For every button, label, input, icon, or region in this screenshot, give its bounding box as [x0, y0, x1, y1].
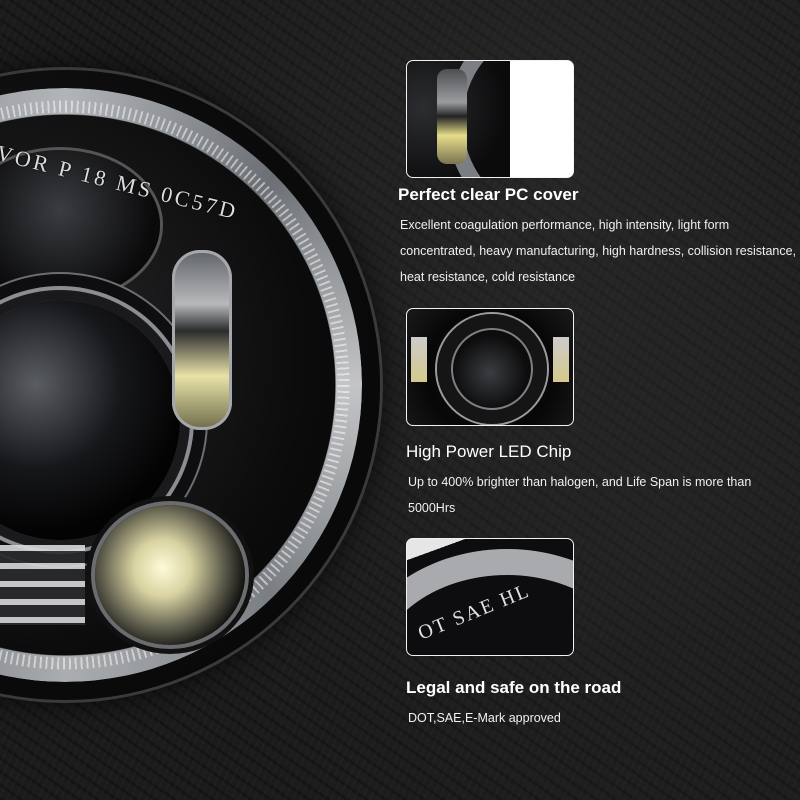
feature-pc-cover: Perfect clear PC cover Excellent coagula… — [398, 184, 798, 290]
feature-thumbnail-legal: OT SAE HL — [406, 538, 574, 656]
feature-led-chip: High Power LED Chip Up to 400% brighter … — [406, 441, 800, 521]
feature-thumbnail-led-chip — [406, 308, 574, 426]
led-right — [553, 337, 569, 382]
side-led-module — [172, 250, 232, 430]
led-left — [411, 337, 427, 382]
feature-title: High Power LED Chip — [406, 442, 572, 461]
feature-description: Excellent coagulation performance, high … — [400, 218, 797, 284]
upper-reflector — [0, 150, 160, 300]
projector-closeup — [437, 314, 547, 424]
feature-thumbnail-pc-cover — [406, 60, 574, 178]
feature-description: DOT,SAE,E-Mark approved — [408, 711, 561, 725]
feature-description: Up to 400% brighter than halogen, and Li… — [408, 475, 752, 515]
heat-fins — [0, 545, 85, 625]
feature-title: Legal and safe on the road — [406, 678, 622, 697]
feature-legal: Legal and safe on the road DOT,SAE,E-Mar… — [406, 677, 800, 731]
led-bar-closeup — [437, 69, 467, 164]
low-beam-led — [95, 505, 245, 645]
feature-title: Perfect clear PC cover — [398, 185, 579, 204]
